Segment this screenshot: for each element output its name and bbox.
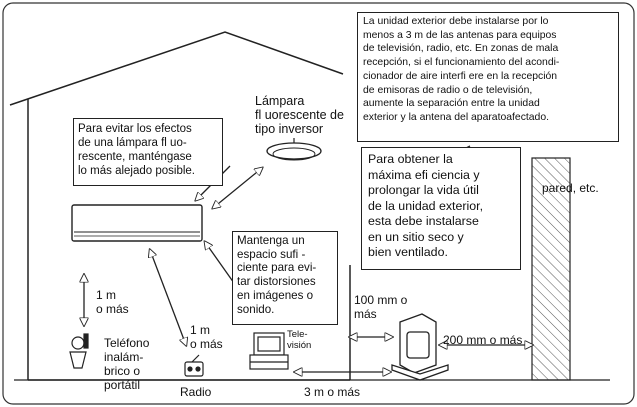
- distance-3m-label: 3 m o más: [304, 385, 361, 399]
- arrow-indoor-radio: [150, 250, 186, 345]
- outdoor-unit-icon: [391, 313, 449, 381]
- lamp-warning-note: Para evitar los efectos de una lámpara f…: [73, 118, 223, 186]
- radio-icon: [184, 354, 204, 377]
- arrow-lamp-indoor: [213, 168, 262, 208]
- phone-distance-label: 1 m o más: [96, 288, 129, 316]
- distance-100mm-label: 100 mm o más: [354, 293, 408, 321]
- clearance-note: Mantenga un espacio sufi - ciente para e…: [232, 231, 338, 325]
- ceiling-lamp-icon: [266, 138, 322, 161]
- cordless-phone-icon: [69, 333, 89, 369]
- phone-label: Teléfono inalám- brico o portátil: [104, 336, 150, 392]
- wall-icon: [531, 157, 571, 381]
- television-label: Tele- visión: [287, 329, 312, 351]
- distance-200mm-label: 200 mm o más: [443, 333, 523, 347]
- lamp-label: Lámpara fl uorescente de tipo inversor: [255, 94, 344, 136]
- television-icon: [249, 332, 289, 370]
- radio-label: Radio: [180, 385, 212, 399]
- outdoor-placement-note: Para obtener la máxima efi ciencia y pro…: [361, 147, 521, 270]
- wall-label: pared, etc.: [542, 181, 599, 195]
- indoor-unit-icon: [71, 204, 203, 242]
- antenna-distance-note: La unidad exterior debe instalarse por l…: [357, 12, 619, 142]
- radio-distance-label: 1 m o más: [190, 323, 223, 351]
